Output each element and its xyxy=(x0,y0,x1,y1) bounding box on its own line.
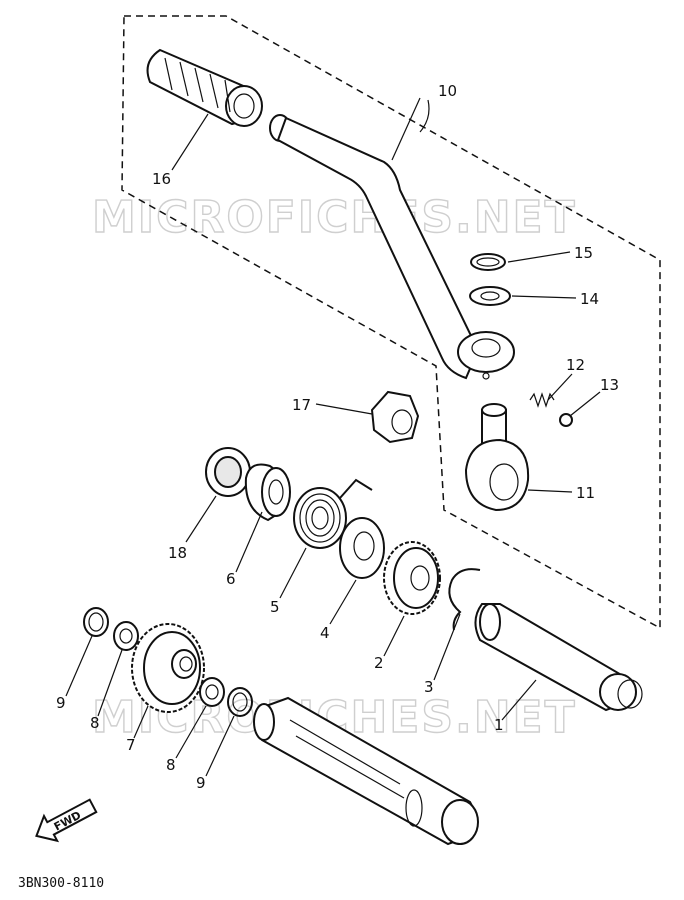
part-13-ball[interactable] xyxy=(559,413,573,427)
callout-15: 15 xyxy=(574,244,593,262)
callout-4: 4 xyxy=(320,624,330,642)
callout-16: 16 xyxy=(152,170,171,188)
callout-14: 14 xyxy=(580,290,599,308)
watermark-top: MICROFICHES.NET xyxy=(92,192,577,243)
part-12-spring[interactable] xyxy=(529,392,555,408)
callout-3: 3 xyxy=(424,678,434,696)
part-11-boss[interactable] xyxy=(464,403,530,512)
part-4-washer[interactable] xyxy=(339,517,385,579)
part-15-circlip[interactable] xyxy=(470,253,506,271)
callout-17: 17 xyxy=(292,396,311,414)
callout-13: 13 xyxy=(600,376,619,394)
callout-9-right: 9 xyxy=(196,774,206,792)
callout-10: 10 xyxy=(438,82,457,100)
callout-12: 12 xyxy=(566,356,585,374)
assembly-boundary xyxy=(121,15,661,630)
part-17-nut[interactable] xyxy=(370,390,420,444)
callout-8-left: 8 xyxy=(90,714,100,732)
fwd-arrow: FWD xyxy=(35,798,98,843)
part-6-collar[interactable] xyxy=(244,463,291,522)
leader-lines xyxy=(65,97,601,777)
callout-7: 7 xyxy=(126,736,136,754)
part-8-washer-left[interactable] xyxy=(113,621,139,651)
part-9-circlip-left[interactable] xyxy=(83,607,109,637)
diagram-code: 3BN300-8110 xyxy=(18,876,105,891)
part-18-seal[interactable] xyxy=(205,447,251,497)
callout-5: 5 xyxy=(270,598,280,616)
part-8-washer-right[interactable] xyxy=(199,677,225,707)
part-3-clip[interactable] xyxy=(448,568,481,631)
part-9-circlip-right[interactable] xyxy=(227,687,253,717)
part-5-kick-spring[interactable] xyxy=(293,478,373,549)
secondary-shaft[interactable] xyxy=(253,696,479,846)
part-7-idle-gear[interactable] xyxy=(131,623,205,713)
callout-6: 6 xyxy=(226,570,236,588)
callout-8-right: 8 xyxy=(166,756,176,774)
callout-9-left: 9 xyxy=(56,694,66,712)
callout-18: 18 xyxy=(168,544,187,562)
part-16-grip[interactable] xyxy=(146,48,263,127)
part-14-washer[interactable] xyxy=(469,286,511,306)
part-1-kick-shaft[interactable] xyxy=(474,603,643,712)
callout-1: 1 xyxy=(494,716,504,734)
part-10-kick-lever[interactable] xyxy=(269,114,515,380)
callout-2: 2 xyxy=(374,654,384,672)
part-2-kick-gear[interactable] xyxy=(383,541,441,615)
callout-11: 11 xyxy=(576,484,595,502)
